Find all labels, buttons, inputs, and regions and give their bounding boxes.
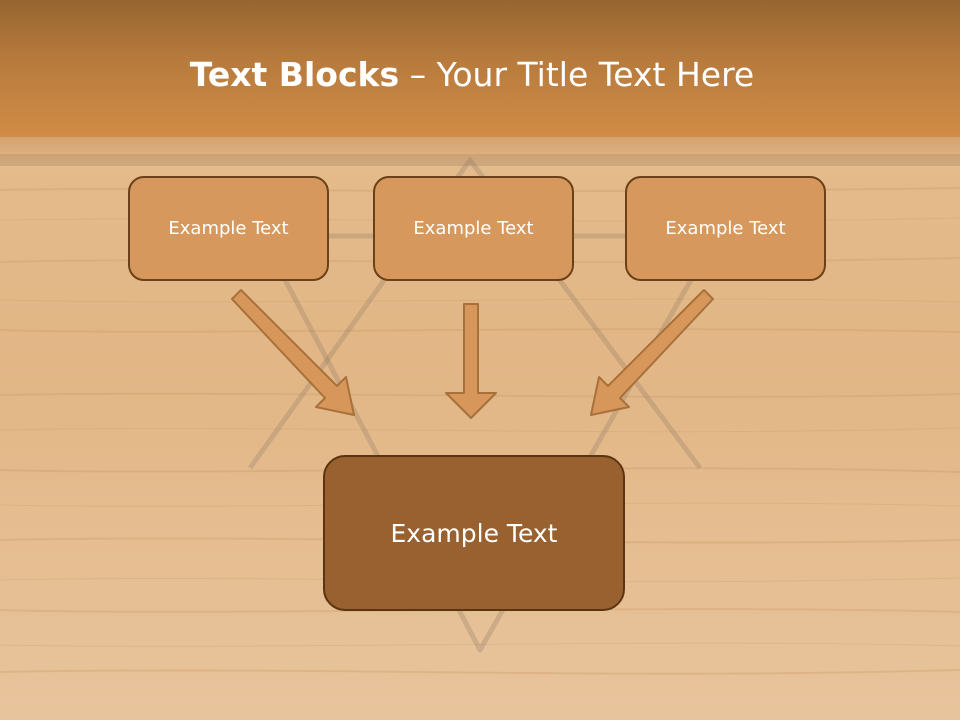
- header-bar: [0, 0, 960, 137]
- arrow-down-left: [590, 289, 714, 416]
- arrow-down-right: [231, 289, 355, 416]
- text-block-main-label: Example Text: [390, 518, 558, 548]
- title-rest: Your Title Text Here: [436, 55, 755, 94]
- title-separator: –: [409, 55, 427, 94]
- text-block-top-center[interactable]: Example Text: [373, 176, 574, 281]
- title-bold-part: Text Blocks: [189, 55, 400, 94]
- text-block-label: Example Text: [665, 218, 786, 239]
- text-block-main[interactable]: Example Text: [323, 455, 625, 611]
- text-block-top-left[interactable]: Example Text: [128, 176, 329, 281]
- text-block-top-right[interactable]: Example Text: [625, 176, 826, 281]
- header-shadow-band: [0, 137, 960, 167]
- text-block-label: Example Text: [168, 218, 289, 239]
- slide-title: Text Blocks – Your Title Text Here: [0, 52, 944, 98]
- arrow-down: [445, 303, 497, 419]
- text-block-label: Example Text: [413, 218, 534, 239]
